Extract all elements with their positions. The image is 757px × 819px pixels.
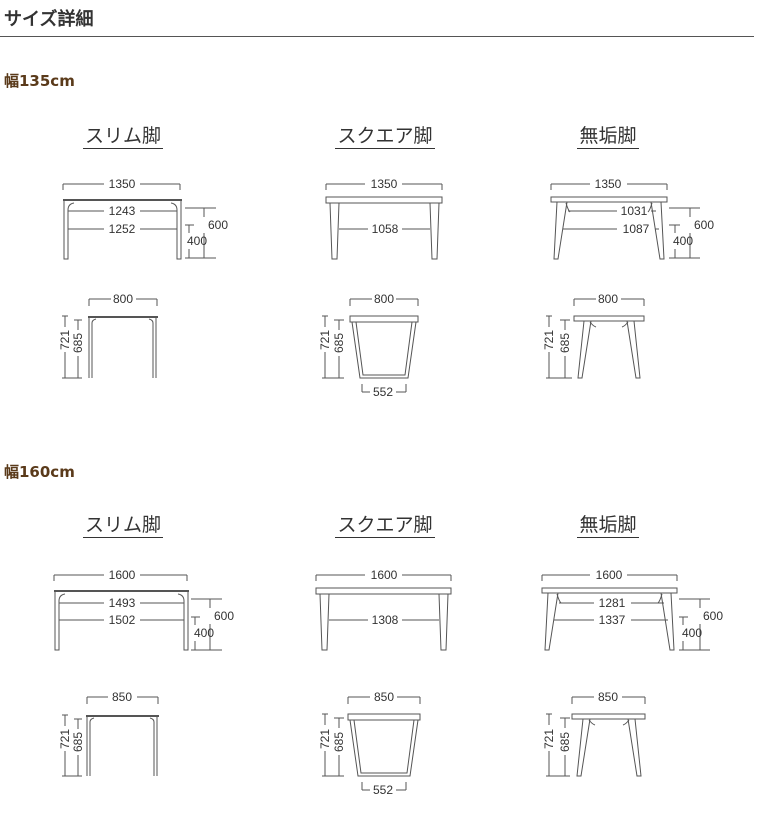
front-view-square-160 <box>315 574 452 651</box>
dim-slim-135-h2: 685 <box>71 333 85 353</box>
dim-solid-135-h2: 685 <box>558 333 572 353</box>
front-view-square-135 <box>325 183 443 260</box>
dim-square-135-top: 1350 <box>371 177 398 191</box>
dim-slim-160-depth: 850 <box>112 690 132 704</box>
dim-slim-135-depth: 800 <box>113 292 133 306</box>
dim-square-135-inner: 1058 <box>372 222 399 236</box>
dim-square-135-foot: 552 <box>373 385 393 399</box>
section-heading-135: 幅135cm <box>4 72 75 90</box>
style-label-solid-135: 無垢脚 <box>577 125 639 149</box>
dim-square-160-depth: 850 <box>374 690 394 704</box>
side-view-solid-160 <box>546 696 646 777</box>
dim-slim-160-h2: 685 <box>71 732 85 752</box>
dim-square-135-depth: 800 <box>374 292 394 306</box>
title-divider <box>0 36 754 37</box>
style-label-slim-160: スリム脚 <box>82 514 163 538</box>
dim-solid-160-inner-bottom: 1337 <box>599 613 626 627</box>
dim-slim-135-total-h: 600 <box>208 218 228 232</box>
dim-square-135-h1: 721 <box>318 330 332 350</box>
style-label-square-135: スクエア脚 <box>335 125 435 149</box>
dim-solid-160-depth: 850 <box>598 690 618 704</box>
style-label-slim-135: スリム脚 <box>82 125 163 149</box>
dim-solid-135-top: 1350 <box>595 177 622 191</box>
side-view-slim-135 <box>62 298 158 379</box>
dim-solid-135-inner-top: 1031 <box>621 204 648 218</box>
dim-square-160-foot: 552 <box>373 783 393 797</box>
dim-solid-135-inner-bottom: 1087 <box>623 222 650 236</box>
front-view-solid-135 <box>550 183 700 260</box>
side-view-solid-135 <box>546 298 645 379</box>
side-view-square-135 <box>322 298 419 393</box>
dim-slim-135-top: 1350 <box>109 177 136 191</box>
dim-solid-135-total-h: 600 <box>694 218 714 232</box>
dim-slim-160-top: 1600 <box>109 568 136 582</box>
dim-slim-135-inner-top: 1243 <box>109 204 136 218</box>
dim-solid-160-top: 1600 <box>596 568 623 582</box>
side-view-slim-160 <box>62 696 159 777</box>
dim-solid-160-h1: 721 <box>542 729 556 749</box>
front-view-slim-135 <box>62 183 216 260</box>
front-view-slim-160 <box>53 574 222 651</box>
page-title: サイズ詳細 <box>4 9 94 30</box>
style-label-square-160: スクエア脚 <box>335 514 435 538</box>
dim-solid-135-under-h: 400 <box>673 234 693 248</box>
dim-solid-160-h2: 685 <box>558 732 572 752</box>
dim-slim-160-total-h: 600 <box>214 609 234 623</box>
dim-solid-160-inner-top: 1281 <box>599 596 626 610</box>
dim-solid-135-h1: 721 <box>542 330 556 350</box>
dim-slim-135-inner-bottom: 1252 <box>109 222 136 236</box>
dim-square-160-h1: 721 <box>318 729 332 749</box>
front-view-solid-160 <box>541 574 710 651</box>
dim-slim-160-under-h: 400 <box>194 626 214 640</box>
dim-solid-160-under-h: 400 <box>682 626 702 640</box>
section-heading-160: 幅160cm <box>4 463 75 481</box>
dim-slim-135-under-h: 400 <box>187 234 207 248</box>
dim-solid-160-total-h: 600 <box>703 609 723 623</box>
dim-solid-135-depth: 800 <box>598 292 618 306</box>
dim-slim-160-h1: 721 <box>58 729 72 749</box>
dim-slim-160-inner-bottom: 1502 <box>109 613 136 627</box>
dim-square-135-h2: 685 <box>332 333 346 353</box>
dim-square-160-h2: 685 <box>332 732 346 752</box>
dim-slim-160-inner-top: 1493 <box>109 596 136 610</box>
dim-slim-135-h1: 721 <box>58 330 72 350</box>
side-view-square-160 <box>322 696 421 791</box>
dim-square-160-inner: 1308 <box>372 613 399 627</box>
style-label-solid-160: 無垢脚 <box>577 514 639 538</box>
dim-square-160-top: 1600 <box>371 568 398 582</box>
